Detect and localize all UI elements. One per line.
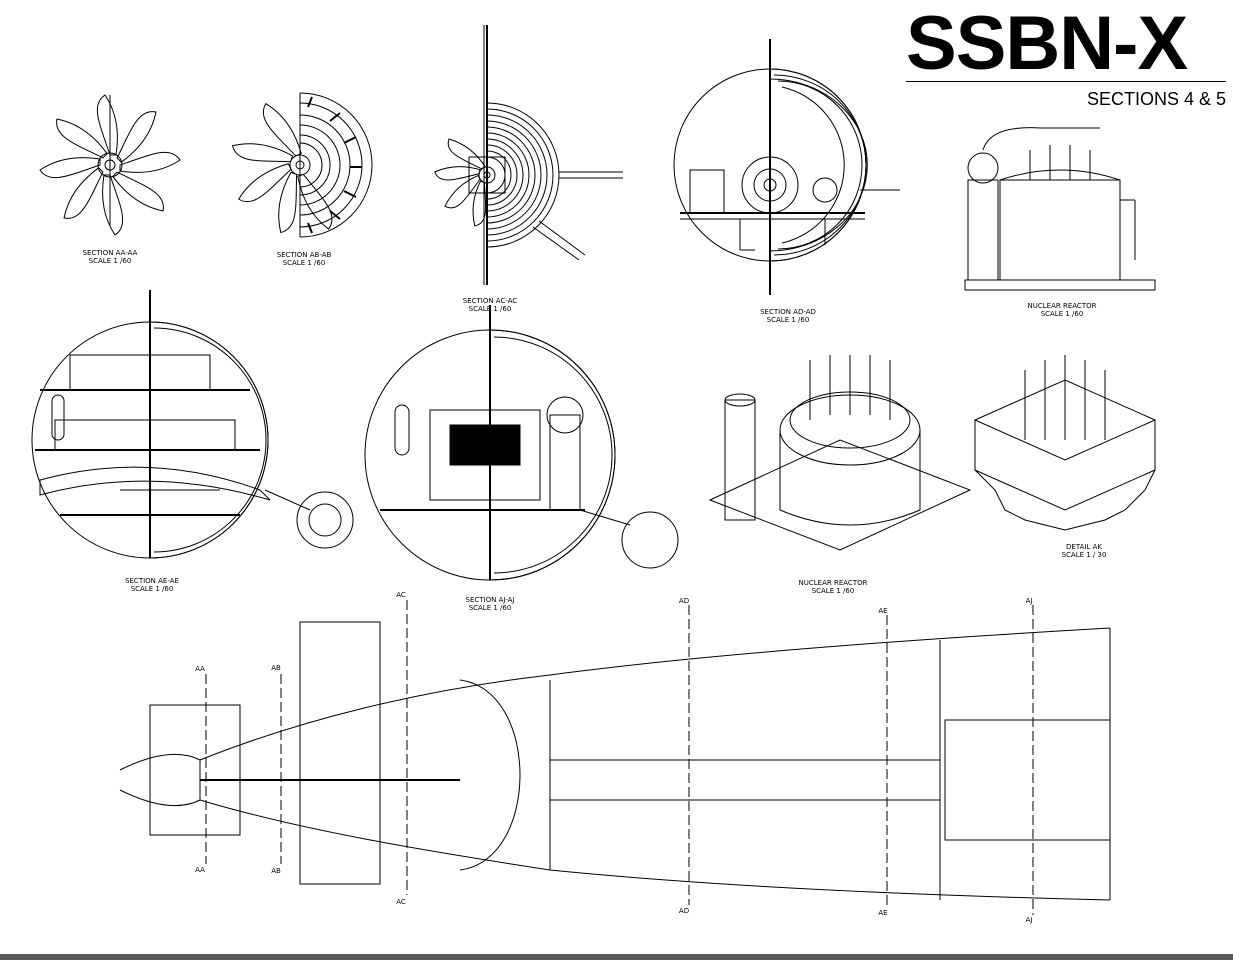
caption-section-aa: SECTION AA-AA SCALE 1 /60 xyxy=(83,249,138,265)
section-aa-propeller xyxy=(39,94,181,236)
caption-scale: SCALE 1 /60 xyxy=(811,587,855,595)
caption-name: SECTION AE-AE xyxy=(125,577,179,585)
marker-ae-top: AE xyxy=(878,607,888,615)
title-underline xyxy=(906,81,1226,82)
caption-scale: SCALE 1 /60 xyxy=(282,259,326,267)
drawing-title: SSBN-X xyxy=(906,1,1188,86)
caption-name: SECTION AB-AB xyxy=(276,251,332,259)
section-ab-stator xyxy=(231,92,373,238)
caption-scale: SCALE 1 /60 xyxy=(468,305,512,313)
marker-ac-bottom: AC xyxy=(396,898,406,906)
marker-ab-bottom: AB xyxy=(271,867,281,875)
marker-ad-bottom: AD xyxy=(678,907,690,915)
caption-name: SECTION AA-AA xyxy=(82,249,138,257)
marker-aj-bottom: AJ xyxy=(1025,916,1033,924)
detail-ak xyxy=(973,355,1157,531)
section-cut-lines xyxy=(205,600,1034,915)
marker-ab-top: AB xyxy=(271,664,281,672)
marker-ae-bottom: AE xyxy=(878,909,888,917)
caption-nuclear-reactor-iso: NUCLEAR REACTOR SCALE 1 /60 xyxy=(799,579,868,595)
caption-scale: SCALE 1 /60 xyxy=(88,257,132,265)
section-ad xyxy=(673,39,900,295)
section-aj xyxy=(364,305,679,581)
caption-name: DETAIL AK xyxy=(1066,543,1102,551)
caption-scale: SCALE 1 /60 xyxy=(130,585,174,593)
caption-detail-ak: DETAIL AK SCALE 1 / 30 xyxy=(1062,543,1107,559)
marker-aj-top: AJ xyxy=(1025,597,1033,605)
caption-name: SECTION AD-AD xyxy=(760,308,816,316)
caption-name: NUCLEAR REACTOR xyxy=(798,579,868,587)
marker-aa-bottom: AA xyxy=(195,866,205,874)
section-ac xyxy=(434,25,623,285)
nuclear-reactor-elevation xyxy=(964,127,1156,291)
caption-section-ac: SECTION AC-AC SCALE 1 /60 xyxy=(463,297,518,313)
footer-bar xyxy=(0,954,1233,960)
caption-section-ad: SECTION AD-AD SCALE 1 /60 xyxy=(760,308,816,324)
hull-longitudinal xyxy=(119,621,1111,901)
caption-scale: SCALE 1 / 30 xyxy=(1061,551,1107,559)
caption-scale: SCALE 1 /60 xyxy=(766,316,810,324)
marker-aa-top: AA xyxy=(195,665,205,673)
caption-nuclear-reactor-top: NUCLEAR REACTOR SCALE 1 /60 xyxy=(1028,302,1097,318)
drawing-subtitle: SECTIONS 4 & 5 xyxy=(1086,89,1226,109)
marker-ad-top: AD xyxy=(678,597,690,605)
marker-ac-top: AC xyxy=(396,591,406,599)
caption-section-ae: SECTION AE-AE SCALE 1 /60 xyxy=(125,577,179,593)
caption-name: NUCLEAR REACTOR xyxy=(1027,302,1097,310)
section-ae xyxy=(31,290,354,559)
caption-scale: SCALE 1 /60 xyxy=(468,604,512,612)
caption-name: SECTION AJ-AJ xyxy=(465,596,515,604)
caption-scale: SCALE 1 /60 xyxy=(1040,310,1084,318)
caption-section-aj: SECTION AJ-AJ SCALE 1 /60 xyxy=(466,596,515,612)
caption-section-ab: SECTION AB-AB SCALE 1 /60 xyxy=(277,251,332,267)
nuclear-reactor-isometric xyxy=(708,355,972,551)
caption-name: SECTION AC-AC xyxy=(462,297,518,305)
